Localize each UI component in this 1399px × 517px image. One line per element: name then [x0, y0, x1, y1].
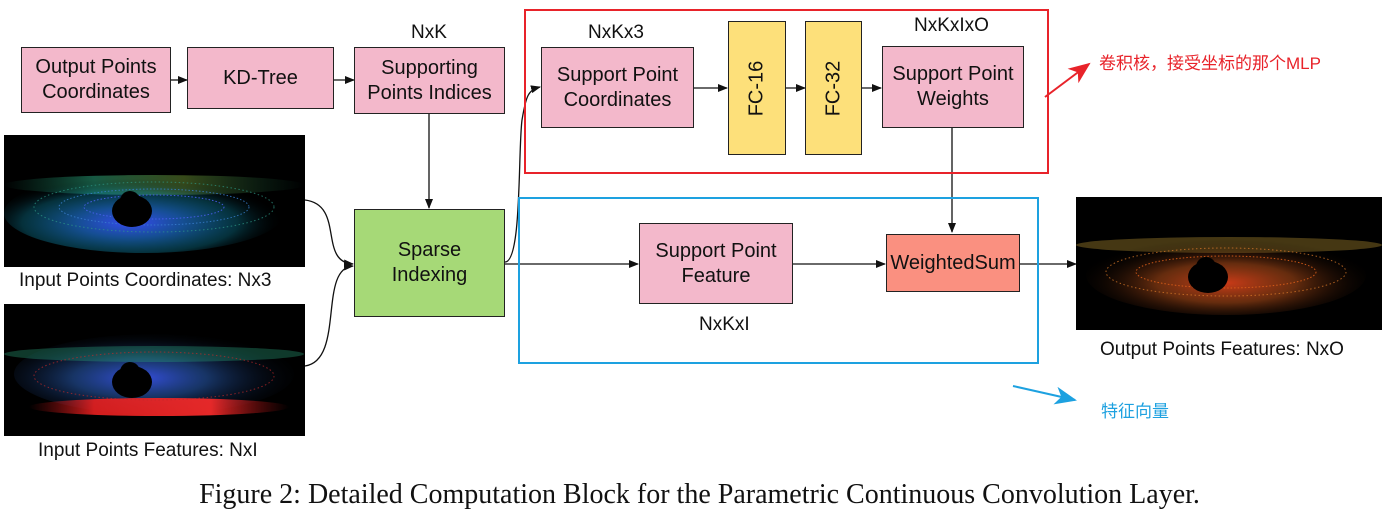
kd-tree-node: KD-Tree — [187, 47, 334, 109]
weighted-sum-label: WeightedSum — [890, 251, 1016, 274]
support-point-coordinates-label: Support Point Coordinates — [556, 63, 679, 111]
support-point-feature-node: Support Point Feature — [639, 223, 793, 304]
blue-annotation-text: 特征向量 — [1101, 402, 1169, 421]
fc-16-label: FC-16 — [745, 60, 768, 116]
output-points-coordinates-label: Output Points Coordinates — [35, 56, 157, 103]
support-point-coordinates-node: Support Point Coordinates — [541, 47, 694, 128]
edge-sparse-to-support-coords — [504, 85, 541, 263]
supporting-indices-label: Supporting Points Indices — [367, 56, 492, 104]
support-point-feature-label: Support Point Feature — [655, 239, 777, 287]
fc-32-label: FC-32 — [822, 60, 845, 116]
red-annotation-text: 卷积核，接受坐标的那个MLP — [1099, 54, 1321, 73]
input-features-image — [4, 304, 305, 436]
output-features-image — [1076, 197, 1382, 330]
mlp-kernel-frame — [524, 9, 1049, 174]
input-coordinates-label: Input Points Coordinates: Nx3 — [19, 270, 272, 291]
weighted-sum-node: WeightedSum — [886, 234, 1020, 292]
dim-nxkxi: NxKxI — [699, 314, 750, 335]
support-point-weights-label: Support Point Weights — [892, 63, 1014, 110]
input-coordinates-image — [4, 135, 305, 267]
sparse-indexing-label: Sparse Indexing — [391, 239, 468, 286]
output-features-label: Output Points Features: NxO — [1100, 339, 1344, 360]
kd-tree-label: KD-Tree — [223, 66, 298, 89]
supporting-indices-node: Supporting Points Indices — [354, 47, 505, 114]
dim-nxkx3: NxKx3 — [588, 22, 644, 43]
figure-caption: Figure 2: Detailed Computation Block for… — [199, 479, 1200, 510]
edge-coords-image-to-sparse — [304, 199, 354, 268]
output-points-coordinates-node: Output Points Coordinates — [21, 47, 171, 113]
support-point-weights-node: Support Point Weights — [882, 46, 1024, 128]
blue-annotation-arrow — [1012, 385, 1077, 405]
edge-features-image-to-sparse — [304, 262, 354, 367]
dim-nxkxixo: NxKxIxO — [914, 15, 989, 36]
fc-16-node: FC-16 — [728, 21, 786, 155]
sparse-indexing-node: Sparse Indexing — [354, 209, 505, 317]
red-annotation-arrow — [1044, 62, 1091, 98]
fc-32-node: FC-32 — [805, 21, 862, 155]
dim-nxk: NxK — [411, 22, 447, 43]
feature-frame — [518, 197, 1039, 364]
input-features-label: Input Points Features: NxI — [38, 440, 258, 461]
